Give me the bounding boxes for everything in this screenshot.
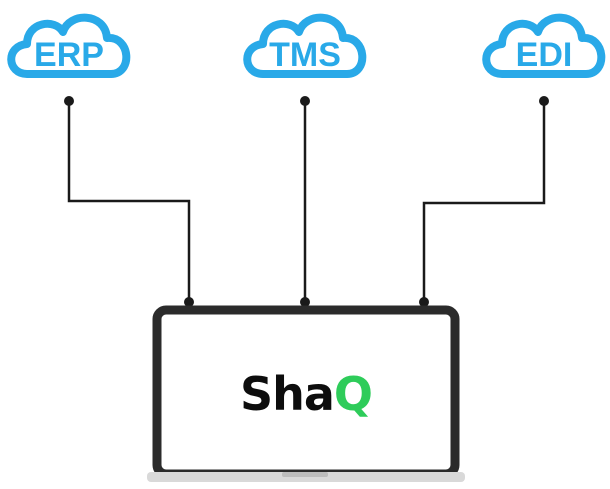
connector-erp <box>67 101 191 302</box>
cloud-label-edi: EDI <box>516 36 573 74</box>
logo-text-accent: Q <box>334 367 372 421</box>
laptop-notch <box>282 472 328 477</box>
dot-tms-bottom <box>300 297 310 307</box>
logo-text-main: Sha <box>240 367 334 421</box>
cloud-edi: EDI <box>486 18 601 74</box>
cloud-label-tms: TMS <box>269 36 341 74</box>
cloud-tms: TMS <box>247 18 362 74</box>
cloud-erp: ERP <box>11 18 126 74</box>
connector-dots <box>64 96 549 307</box>
dot-tms-top <box>300 96 310 106</box>
app-logo: ShaQ <box>240 367 372 421</box>
dot-edi-top <box>539 96 549 106</box>
laptop-icon: ShaQ <box>147 305 465 482</box>
dot-edi-bottom <box>419 297 429 307</box>
dot-erp-top <box>64 96 74 106</box>
dot-erp-bottom <box>184 297 194 307</box>
cloud-label-erp: ERP <box>34 36 104 74</box>
connectors <box>67 101 546 302</box>
connector-edi <box>422 101 546 302</box>
